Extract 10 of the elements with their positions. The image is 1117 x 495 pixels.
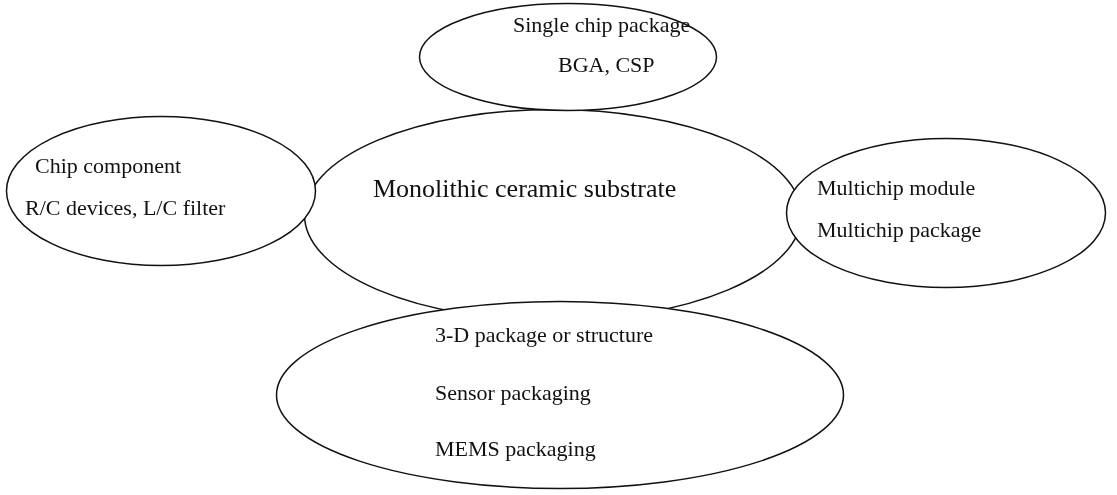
node-text: R/C devices, L/C filter: [25, 195, 226, 221]
node-text: Sensor packaging: [435, 380, 591, 406]
node-text: 3-D package or structure: [435, 322, 654, 348]
node-text: Chip component: [35, 153, 182, 179]
node-text: BGA, CSP: [558, 52, 655, 78]
node-text: Monolithic ceramic substrate: [373, 174, 677, 204]
node-text: MEMS packaging: [435, 436, 596, 462]
node-text: Multichip package: [817, 217, 982, 243]
node-text: Multichip module: [817, 175, 976, 201]
node-text: Single chip package: [513, 12, 691, 38]
